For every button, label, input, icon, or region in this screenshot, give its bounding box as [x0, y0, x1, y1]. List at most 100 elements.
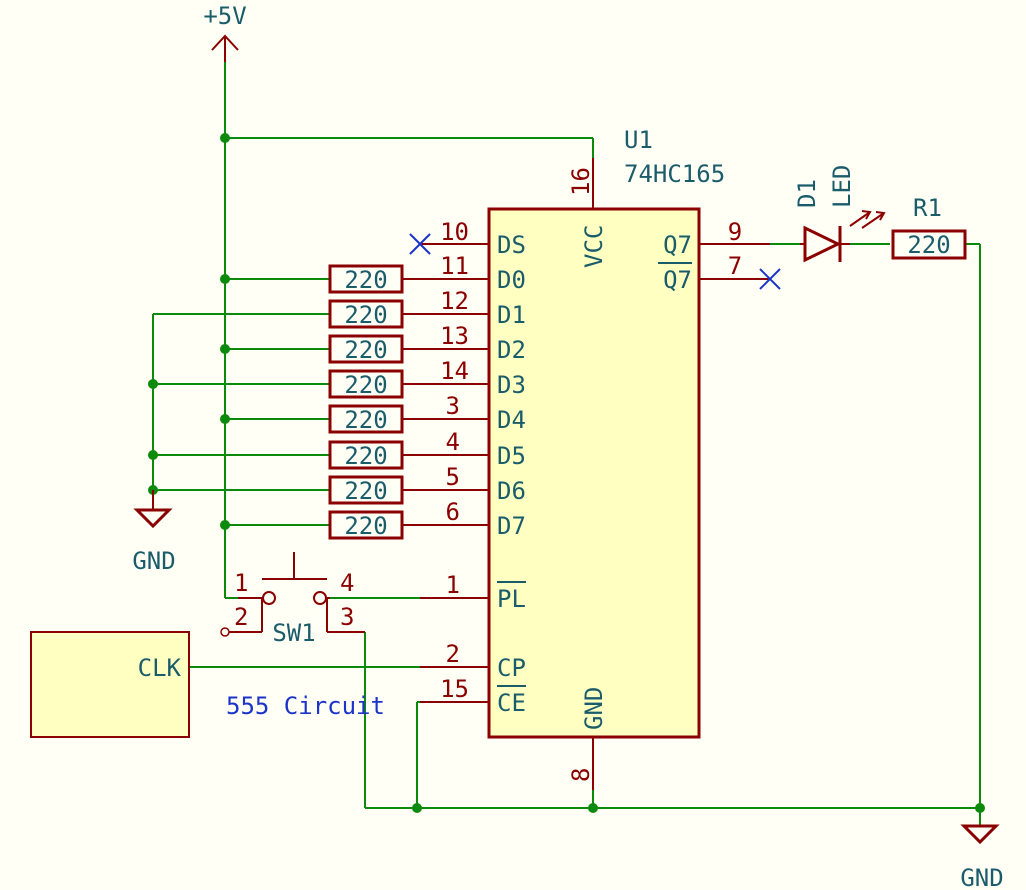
ic-body [487, 207, 701, 739]
pin-name-d0: D0 [497, 266, 526, 294]
resistor-value: 220 [344, 336, 387, 364]
pin-num-d4: 3 [446, 392, 460, 420]
junction-dot [220, 344, 230, 354]
gnd-right-symbol: GND [960, 824, 1004, 890]
led-light-arrow-icon [861, 212, 885, 229]
pin-name-d1: D1 [497, 301, 526, 329]
resistor-d1: 220 [328, 299, 404, 329]
resistor-value: 220 [344, 477, 387, 505]
resistor-d2: 220 [328, 334, 404, 364]
junction-dot [588, 803, 598, 813]
pin-num-q7n: 7 [728, 252, 742, 280]
r1-ref: R1 [913, 194, 942, 222]
pin-num-d3: 14 [440, 357, 469, 385]
resistor-body [328, 440, 404, 470]
led-light-arrow-icon [849, 211, 871, 227]
pin-name-vcc: VCC [580, 225, 608, 268]
led-light-arrow-icon [861, 210, 872, 220]
resistor-d7: 220 [328, 510, 404, 540]
resistor-body [328, 510, 404, 540]
sw-contact-right-icon [313, 591, 327, 605]
pin-name-gnd: GND [580, 687, 608, 730]
pin-name-pl: PL [497, 585, 526, 613]
sw-pin-num-2: 2 [234, 603, 248, 631]
pin-name-ds: DS [497, 231, 526, 259]
resistor-value: 220 [344, 266, 387, 294]
ds-no-connect-icon [409, 233, 431, 255]
pin-num-d1: 12 [440, 287, 469, 315]
pin-name-cp: CP [497, 654, 526, 682]
resistor-body [328, 369, 404, 399]
junction-dot [412, 803, 422, 813]
resistor-body [328, 334, 404, 364]
vcc-power-symbol: +5V [203, 2, 247, 62]
gnd-left-symbol: GND [132, 490, 176, 575]
switch-sw1: 1 2 3 4 SW1 [220, 552, 365, 647]
resistor-body [328, 404, 404, 434]
pin-name-ce: CE [497, 689, 526, 717]
led-value: LED [828, 165, 856, 208]
clock-555-block: CLK 555 Circuit [30, 631, 385, 738]
pin-num-q7: 9 [728, 218, 742, 246]
clock-block-body [30, 631, 190, 738]
r1-body [891, 229, 967, 260]
led-triangle-icon [803, 225, 842, 263]
junction-dot [220, 274, 230, 284]
clock-port-label: CLK [138, 654, 182, 682]
junction-dot [220, 520, 230, 530]
pin-num-ds: 10 [440, 218, 469, 246]
pin-num-d0: 11 [440, 252, 469, 280]
resistor-value: 220 [344, 512, 387, 540]
pin-name-d3: D3 [497, 371, 526, 399]
ic-u1: U1 74HC165 DS D0 D1 D2 D3 D4 D5 D6 D7 PL… [402, 126, 770, 790]
resistor-value: 220 [344, 301, 387, 329]
pin-num-cp: 2 [446, 640, 460, 668]
led-d1: D1 LED [793, 165, 886, 263]
resistor-value: 220 [344, 406, 387, 434]
pin-name-d6: D6 [497, 477, 526, 505]
pin-num-ce: 15 [440, 675, 469, 703]
resistor-body [328, 299, 404, 329]
pin-num-d7: 6 [446, 498, 460, 526]
sw-pin-num-4: 4 [340, 569, 354, 597]
pin-name-q7: Q7 [663, 231, 692, 259]
wires [152, 62, 981, 826]
ic-value: 74HC165 [624, 160, 725, 188]
input-resistors: 220 220 220 220 220 220 220 220 [328, 264, 404, 540]
resistor-r1: 220 R1 [891, 194, 967, 260]
pin-num-pl: 1 [446, 571, 460, 599]
resistor-d6: 220 [328, 475, 404, 505]
resistor-d0: 220 [328, 264, 404, 294]
junction-dot [220, 414, 230, 424]
resistor-value: 220 [344, 442, 387, 470]
junction-dot [148, 450, 158, 460]
q7n-no-connect-icon [759, 268, 781, 290]
resistor-body [328, 475, 404, 505]
pin-name-q7n: Q7 [663, 266, 692, 294]
sw-pin-num-3: 3 [340, 603, 354, 631]
led-light-arrow-icon [875, 211, 886, 221]
sw-contact-left-icon [262, 591, 276, 605]
resistor-d5: 220 [328, 440, 404, 470]
resistor-value: 220 [344, 371, 387, 399]
clock-block-label: 555 Circuit [226, 692, 385, 720]
vcc-label: +5V [203, 2, 246, 30]
sw-pin2-unconnected-icon [220, 627, 230, 637]
gnd-right-label: GND [960, 864, 1003, 890]
pin-num-d2: 13 [440, 322, 469, 350]
ic-ref: U1 [624, 126, 653, 154]
pin-name-d4: D4 [497, 406, 526, 434]
junction-dot [220, 133, 230, 143]
pin-name-d7: D7 [497, 512, 526, 540]
gnd-left-icon [133, 508, 173, 529]
gnd-left-label: GND [132, 547, 175, 575]
pin-num-d5: 4 [446, 428, 460, 456]
pin-num-vcc: 16 [567, 167, 595, 196]
junctions [148, 133, 985, 813]
sw-ref: SW1 [272, 619, 315, 647]
led-ref: D1 [793, 179, 821, 208]
no-connect-flags [409, 233, 781, 290]
pin-name-d5: D5 [497, 442, 526, 470]
resistor-d4: 220 [328, 404, 404, 434]
